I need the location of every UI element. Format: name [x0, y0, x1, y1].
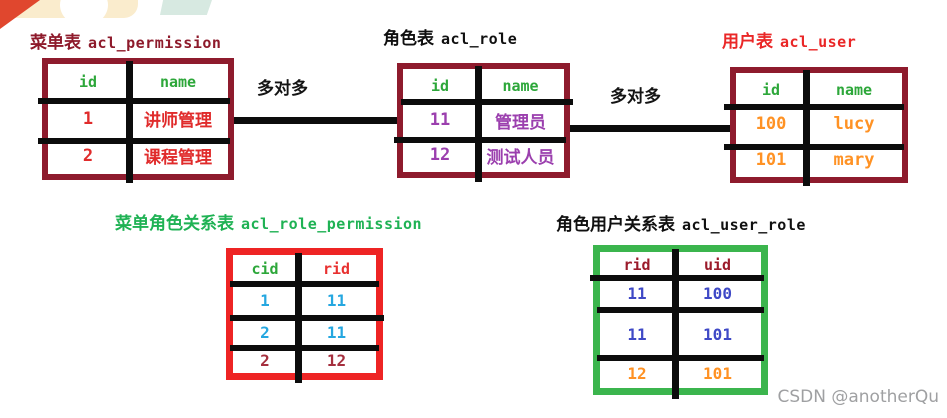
cell-name: lucy: [833, 114, 875, 134]
grid-line-horizontal: [230, 315, 384, 321]
table-header-row: cid rid: [233, 255, 376, 283]
column-header-rid: rid: [623, 255, 651, 274]
column-header-rid: rid: [322, 260, 351, 278]
grid-line-horizontal: [230, 345, 379, 351]
grid-line-horizontal: [38, 98, 230, 104]
cell-rid: 12: [326, 350, 347, 370]
relation-line-permission-role: [228, 117, 404, 124]
table-title-cn: 菜单表: [30, 33, 81, 53]
cell-id: 2: [82, 145, 94, 166]
grid-line-horizontal: [394, 137, 566, 143]
cell-id: 11: [429, 110, 451, 130]
table-row: 2 12: [233, 347, 376, 373]
table-acl-user: id name 100 lucy 101 mary: [724, 67, 908, 186]
table-acl-permission: id name 1 讲师管理 2 课程管理: [38, 58, 234, 183]
table-title-acl-permission: 菜单表 acl_permission: [30, 28, 221, 53]
column-header-uid: uid: [703, 255, 732, 274]
table-title-acl-role-permission: 菜单角色关系表 acl_role_permission: [115, 209, 422, 234]
table-row: 2 课程管理: [48, 137, 228, 174]
table-title-en: acl_role: [441, 30, 518, 48]
cell-cid: 2: [260, 350, 270, 370]
relation-line-role-user: [567, 125, 735, 132]
table-title-cn: 角色表: [383, 29, 434, 49]
table-title-en: acl_permission: [88, 34, 222, 52]
table-row: 2 11: [233, 317, 376, 347]
cell-id: 100: [755, 114, 787, 134]
white-circle-notch-decoration: [60, 0, 108, 26]
table-row: 11 101: [600, 310, 761, 358]
cell-name: 讲师管理: [144, 111, 212, 131]
cell-uid: 101: [703, 363, 732, 383]
table-title-acl-user: 用户表 acl_user: [722, 27, 856, 52]
table-title-en: acl_user_role: [682, 216, 806, 234]
grid-line-horizontal: [590, 275, 764, 281]
table-title-cn: 用户表: [722, 32, 773, 52]
cell-cid: 1: [260, 290, 270, 310]
table-header-row: rid uid: [600, 252, 761, 277]
cell-id: 12: [429, 145, 451, 165]
table-header-row: id name: [736, 73, 902, 106]
table-header-row: id name: [403, 69, 564, 102]
cell-uid: 101: [703, 324, 732, 344]
grid-line-vertical: [803, 70, 810, 186]
cell-rid: 11: [627, 324, 647, 344]
grid-line-horizontal: [724, 144, 904, 150]
cell-rid: 11: [326, 322, 347, 342]
column-header-name: name: [502, 76, 539, 95]
table-title-en: acl_user: [780, 33, 857, 51]
table-row: 1 讲师管理: [48, 100, 228, 137]
cell-rid: 11: [627, 284, 647, 303]
column-header-name: name: [835, 80, 873, 99]
column-header-id: id: [78, 73, 98, 91]
grid-line-horizontal: [230, 281, 379, 287]
table-title-acl-role: 角色表 acl_role: [383, 24, 517, 49]
cell-name: 管理员: [495, 112, 546, 133]
grid-line-horizontal: [401, 99, 573, 105]
column-header-id: id: [761, 80, 781, 99]
table-row: 12 101: [600, 358, 761, 388]
column-header-name: name: [159, 73, 197, 91]
table-acl-user-role: rid uid 11 100 11 101 12 101: [590, 245, 768, 399]
cell-id: 101: [755, 149, 787, 170]
grid-line-vertical: [475, 66, 482, 182]
grid-line-horizontal: [724, 104, 904, 110]
column-header-cid: cid: [251, 260, 279, 278]
table-row: 100 lucy: [736, 106, 902, 142]
grid-line-horizontal: [38, 138, 230, 144]
table-title-cn: 菜单角色关系表: [115, 214, 234, 234]
cell-id: 1: [82, 108, 94, 129]
table-acl-role-permission: cid rid 1 11 2 11 2 12: [226, 248, 384, 383]
cell-name: mary: [833, 149, 875, 170]
table-title-en: acl_role_permission: [241, 215, 423, 233]
table-title-cn: 角色用户关系表: [556, 215, 675, 235]
table-row: 1 11: [233, 283, 376, 317]
table-header-row: id name: [48, 64, 228, 100]
table-row: 12 测试人员: [403, 138, 564, 172]
teal-shape-decoration: [160, 0, 212, 15]
grid-line-horizontal: [597, 355, 764, 361]
relation-label-many-to-many: 多对多: [610, 87, 661, 107]
grid-line-vertical: [672, 249, 679, 399]
relation-label-many-to-many: 多对多: [257, 79, 308, 99]
csdn-watermark: CSDN @anotherQu: [777, 387, 939, 407]
cell-cid: 2: [260, 322, 270, 342]
grid-line-vertical: [126, 61, 133, 183]
table-acl-role: id name 11 管理员 12 测试人员: [394, 63, 573, 182]
cell-uid: 100: [703, 284, 732, 303]
cell-rid: 11: [326, 290, 347, 310]
cell-name: 测试人员: [486, 147, 555, 168]
table-title-acl-user-role: 角色用户关系表 acl_user_role: [556, 210, 806, 235]
grid-line-horizontal: [597, 307, 764, 313]
table-row: 11 管理员: [403, 102, 564, 138]
table-row: 11 100: [600, 277, 761, 310]
cell-name: 课程管理: [144, 148, 212, 168]
corner-triangle-decoration: [0, 0, 40, 29]
table-row: 101 mary: [736, 142, 902, 177]
cell-rid: 12: [627, 363, 647, 383]
column-header-id: id: [430, 76, 450, 95]
